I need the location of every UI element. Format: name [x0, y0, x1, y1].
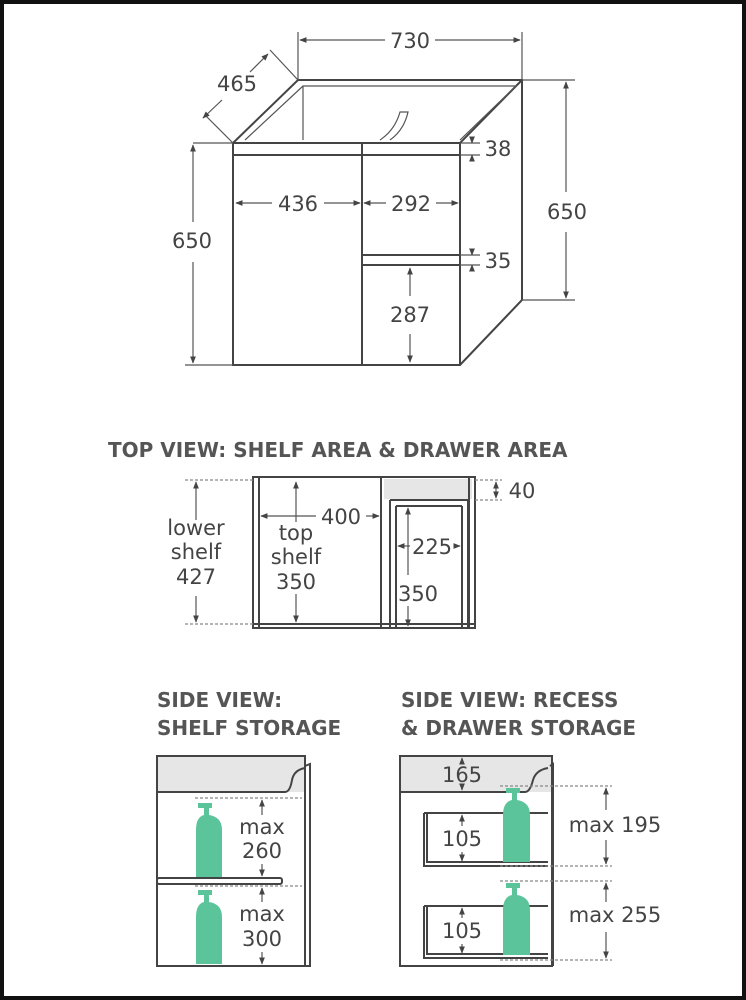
drawer-width-225-label: 225 [412, 535, 452, 559]
lower-shelf-label-line1: lower [167, 516, 225, 540]
side-drawer-title-line1: SIDE VIEW: RECESS [401, 688, 618, 712]
bottle-icon-lower [196, 890, 222, 964]
front-3d-view: 730 465 650 650 436 292 38 35 287 [172, 29, 587, 366]
height-right-650-label: 650 [547, 200, 587, 224]
right-section-292-label: 292 [391, 192, 431, 216]
top-shelf-350-label: 350 [276, 570, 316, 594]
lower-max-label: max [239, 902, 285, 926]
bottle-icon-upper [196, 803, 222, 877]
recess-40-label: 40 [509, 479, 536, 503]
width-730-label: 730 [390, 29, 430, 53]
upper-max-195-label: max 195 [569, 813, 662, 837]
recess-165-label: 165 [442, 763, 482, 787]
top-view-title: TOP VIEW: SHELF AREA & DRAWER AREA [108, 438, 568, 462]
side-shelf-title-line1: SIDE VIEW: [157, 688, 282, 712]
top-shelf-label-line2: shelf [271, 545, 322, 569]
shelf-width-400-label: 400 [321, 505, 361, 529]
bottle-icon-drawer1 [503, 788, 530, 862]
drawer-depth-350-label: 350 [398, 582, 438, 606]
drawer2-105-label: 105 [442, 919, 482, 943]
lower-shelf-label-line2: shelf [171, 540, 222, 564]
side-shelf-title-line2: SHELF STORAGE [157, 716, 341, 740]
drawer-height-287-label: 287 [390, 303, 430, 327]
side-drawer-title-line2: & DRAWER STORAGE [401, 716, 636, 740]
side-view-drawer: 165 105 105 max 195 max 255 [399, 755, 662, 967]
upper-260-label: 260 [242, 839, 282, 863]
top-rail-38-label: 38 [485, 137, 512, 161]
top-view: lower shelf 427 top shelf 350 400 225 35… [167, 476, 536, 629]
side-view-shelf: max 260 max 300 [156, 755, 311, 967]
height-left-650-label: 650 [172, 229, 212, 253]
left-door-436-label: 436 [278, 192, 318, 216]
lower-max-255-label: max 255 [569, 903, 662, 927]
top-shelf-label-line1: top [279, 521, 313, 545]
drawer-gap-35-label: 35 [485, 249, 512, 273]
lower-300-label: 300 [242, 927, 282, 951]
depth-465-label: 465 [217, 72, 257, 96]
drawer1-105-label: 105 [442, 827, 482, 851]
lower-shelf-427-label: 427 [176, 565, 216, 589]
upper-max-label: max [239, 815, 285, 839]
bottle-icon-drawer2 [503, 883, 530, 955]
